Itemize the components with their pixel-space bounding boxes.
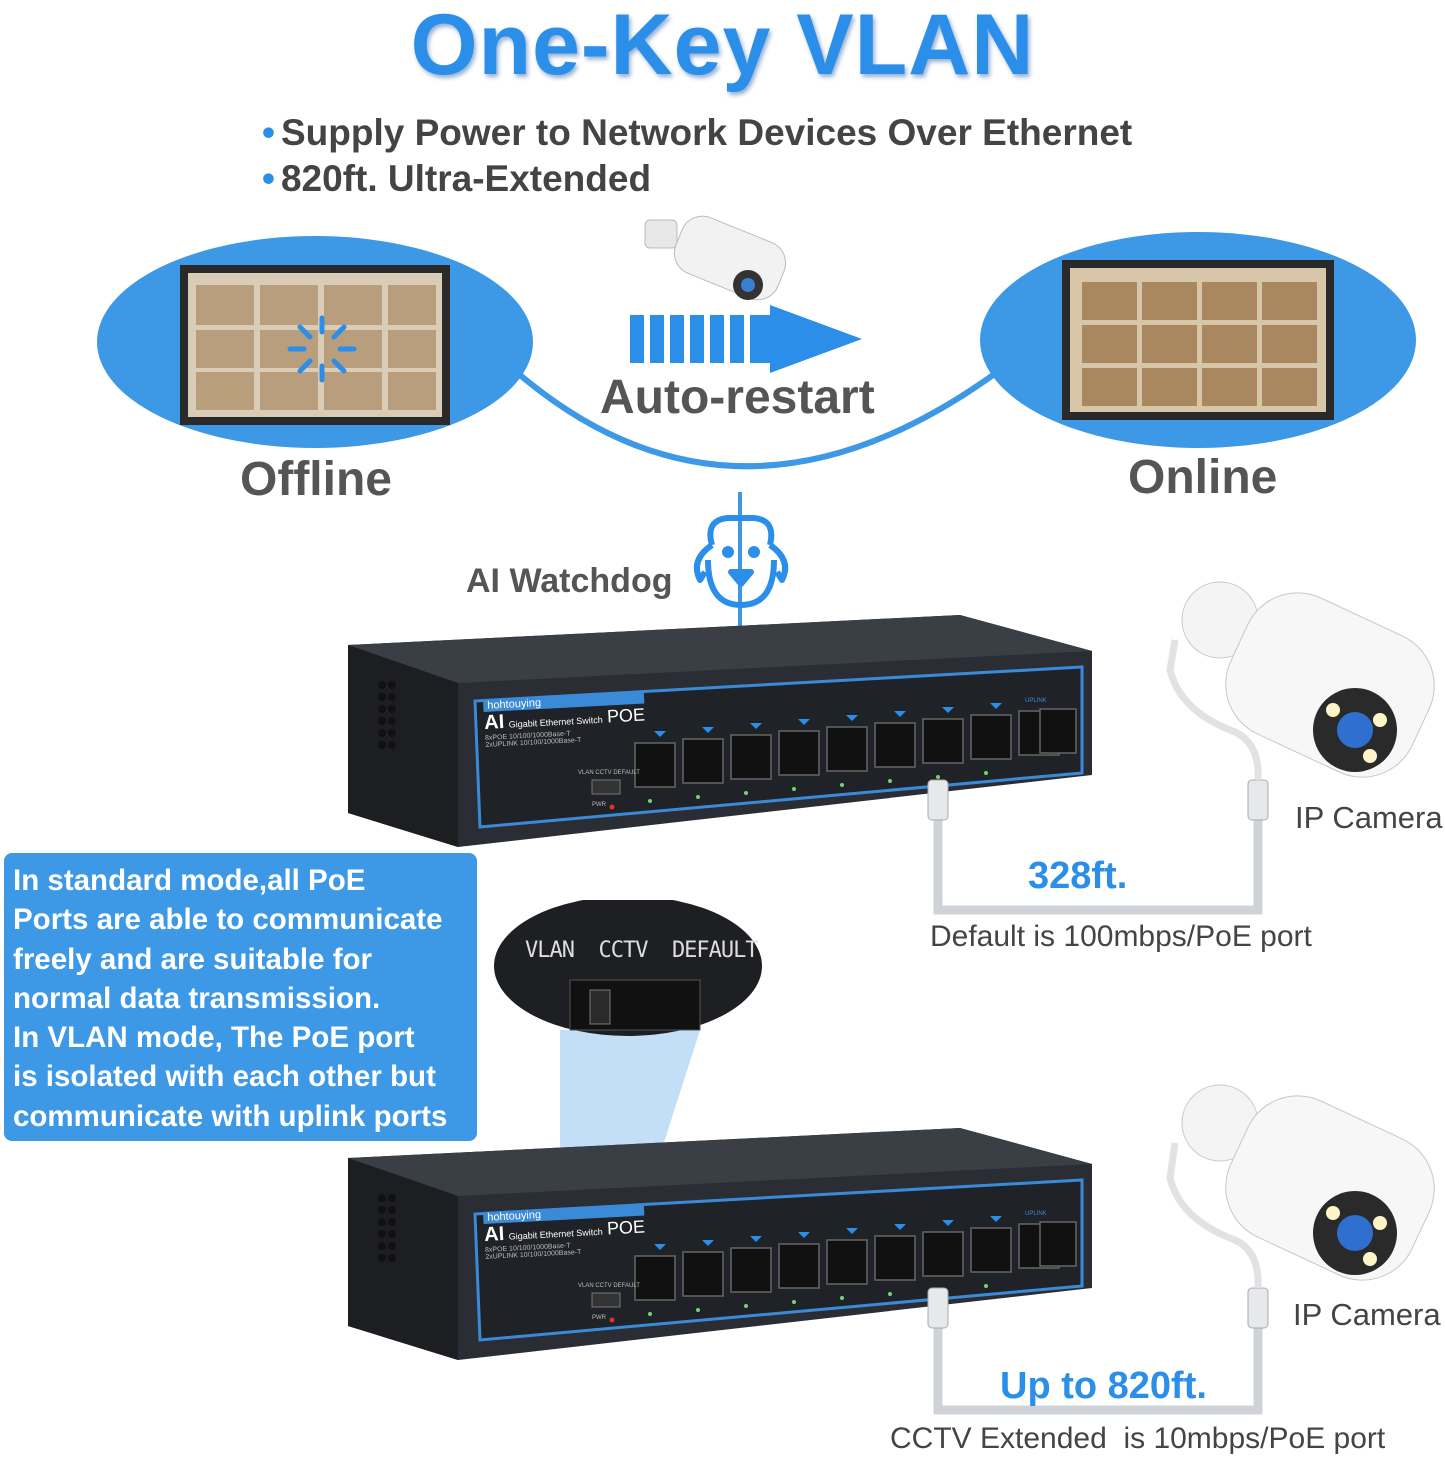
switch-top-name: Gigabit Ethernet Switch bbox=[508, 714, 603, 730]
switch-bottom-pwr: PWR bbox=[592, 1315, 606, 1321]
switch-bottom-mode: VLAN CCTV DEFAULT bbox=[578, 1283, 640, 1289]
mode-switch-labels: VLAN CCTV DEFAULT bbox=[525, 938, 759, 963]
info-line: Ports are able to communicate bbox=[13, 903, 443, 937]
port-row bbox=[634, 708, 1077, 788]
vent-icon bbox=[378, 681, 396, 749]
info-line: is isolated with each other but bbox=[13, 1060, 436, 1094]
bullet-extended-text: 820ft. Ultra-Extended bbox=[280, 158, 652, 199]
vent-icon bbox=[378, 1194, 396, 1262]
info-box: In standard mode,all PoE Ports are able … bbox=[4, 853, 477, 1141]
bottom-camera-cable bbox=[927, 1084, 1435, 1415]
ip-camera-icon bbox=[1181, 1084, 1435, 1281]
bullet-poe-text: Supply Power to Network Devices Over Eth… bbox=[280, 112, 1133, 153]
switch-bottom-name: Gigabit Ethernet Switch bbox=[508, 1226, 603, 1242]
rj45-plug-icon bbox=[1247, 779, 1269, 821]
switch-top-mode: VLAN CCTV DEFAULT bbox=[578, 770, 640, 776]
switch-bottom-uplink: UPLINK bbox=[1025, 1211, 1047, 1217]
dog-icon bbox=[694, 515, 788, 608]
offline-monitor-icon bbox=[180, 265, 450, 425]
info-line: In VLAN mode, The PoE port bbox=[13, 1021, 415, 1055]
camera-label-bottom: IP Camera bbox=[1293, 1297, 1441, 1332]
switch-bottom-poe: POE bbox=[606, 1216, 646, 1239]
info-line: communicate with uplink ports bbox=[13, 1099, 448, 1133]
rj45-plug-icon bbox=[927, 1287, 949, 1329]
ip-camera-icon bbox=[1181, 581, 1435, 778]
online-label: Online bbox=[1128, 451, 1278, 504]
info-line: freely and are suitable for bbox=[13, 942, 373, 976]
connection-curve bbox=[518, 367, 1002, 470]
rj45-plug-icon bbox=[927, 779, 949, 821]
note-top: Default is 100mbps/PoE port bbox=[930, 920, 1312, 953]
switch-bottom-ai: AI bbox=[483, 1222, 505, 1246]
page-title: One-Key VLAN bbox=[410, 0, 1035, 93]
bullet-extended: •820ft. Ultra-Extended bbox=[262, 158, 652, 199]
distance-bottom: Up to 820ft. bbox=[1000, 1365, 1207, 1407]
bullet-poe: •Supply Power to Network Devices Over Et… bbox=[262, 112, 1133, 153]
note-bottom: CCTV Extended is 10mbps/PoE port bbox=[890, 1422, 1386, 1455]
camera-label-top: IP Camera bbox=[1295, 800, 1443, 835]
switch-top-label: hohtouying AI Gigabit Ethernet Switch PO… bbox=[483, 691, 646, 749]
rj45-plug-icon bbox=[1247, 1287, 1269, 1329]
offline-label: Offline bbox=[240, 453, 392, 506]
online-monitor-icon bbox=[1062, 260, 1334, 420]
watchdog-label: AI Watchdog bbox=[466, 562, 673, 600]
distance-top: 328ft. bbox=[1028, 855, 1128, 897]
info-line: normal data transmission. bbox=[13, 981, 381, 1015]
top-diagram bbox=[97, 215, 1416, 640]
switch-bottom bbox=[348, 1128, 1092, 1360]
switch-top-ai: AI bbox=[483, 710, 505, 734]
auto-restart-label: Auto-restart bbox=[600, 371, 875, 424]
info-line: In standard mode,all PoE bbox=[13, 864, 366, 897]
switch-top bbox=[348, 615, 1092, 847]
camera-small-icon bbox=[644, 215, 787, 301]
auto-restart-arrow-icon bbox=[630, 305, 862, 373]
top-camera-cable bbox=[927, 581, 1435, 915]
switch-top-poe: POE bbox=[606, 704, 646, 727]
switch-bottom-label: hohtouying AI Gigabit Ethernet Switch PO… bbox=[483, 1203, 646, 1261]
switch-top-uplink: UPLINK bbox=[1025, 698, 1047, 704]
switch-top-pwr: PWR bbox=[592, 802, 606, 808]
loading-icon bbox=[287, 315, 357, 383]
mode-toggle-icon bbox=[589, 989, 611, 1025]
port-row bbox=[634, 1221, 1077, 1301]
